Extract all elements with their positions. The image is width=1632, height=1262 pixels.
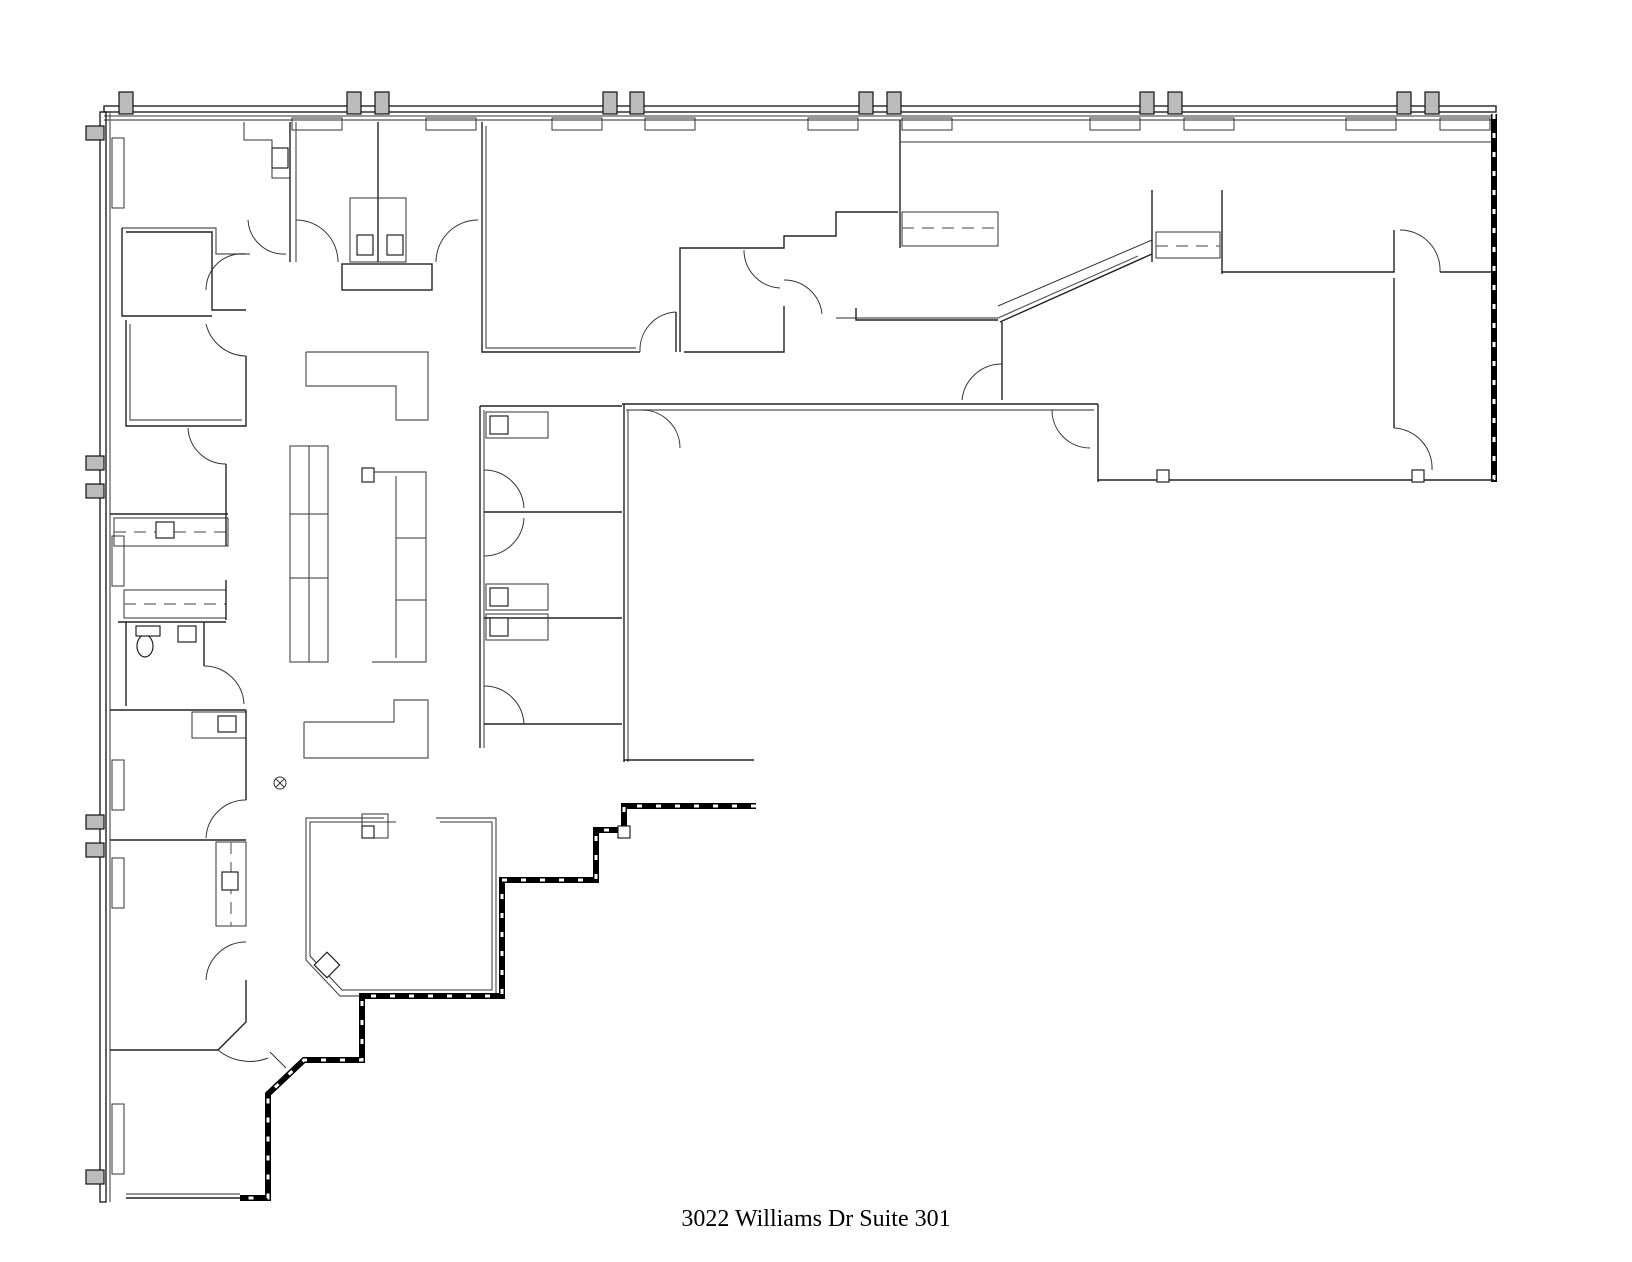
exterior-wall-top: [103, 105, 1497, 121]
sink-icon: [217, 715, 237, 733]
sink-icon: [386, 234, 404, 256]
address-caption: 3022 Williams Dr Suite 301: [681, 1206, 951, 1232]
corridor-diagonal: [836, 190, 1223, 323]
room-office-2: [125, 219, 287, 427]
columns: [85, 91, 1440, 1185]
room-top-left-office: [121, 122, 297, 317]
room-right-wing: [900, 114, 1497, 483]
room-open-area: [622, 403, 1098, 762]
left-middle-rooms: [110, 427, 247, 841]
sink-icon: [356, 234, 374, 256]
sink-icon: [155, 521, 175, 539]
room-lower-office: [273, 776, 497, 997]
exterior-wall-stepped: [126, 803, 756, 1201]
floor-drain-icon: [273, 776, 287, 790]
sink-icon: [489, 587, 509, 607]
room-mid-office: [679, 120, 999, 353]
sink-icon: [177, 625, 197, 643]
central-casework: [289, 351, 429, 759]
lower-left-rooms: [110, 841, 287, 1069]
window-sills: [111, 117, 1491, 1175]
toilet-icon: [136, 634, 154, 658]
exam-rooms: [479, 405, 622, 748]
room-conference: [481, 122, 677, 353]
sink-icon: [271, 147, 289, 169]
sink-icon: [313, 951, 341, 979]
sink-icon: [221, 871, 239, 891]
sink-icon: [489, 415, 509, 435]
room-restroom-pair: [243, 122, 479, 291]
exterior-wall-left: [99, 111, 111, 1203]
sink-icon: [489, 617, 509, 637]
